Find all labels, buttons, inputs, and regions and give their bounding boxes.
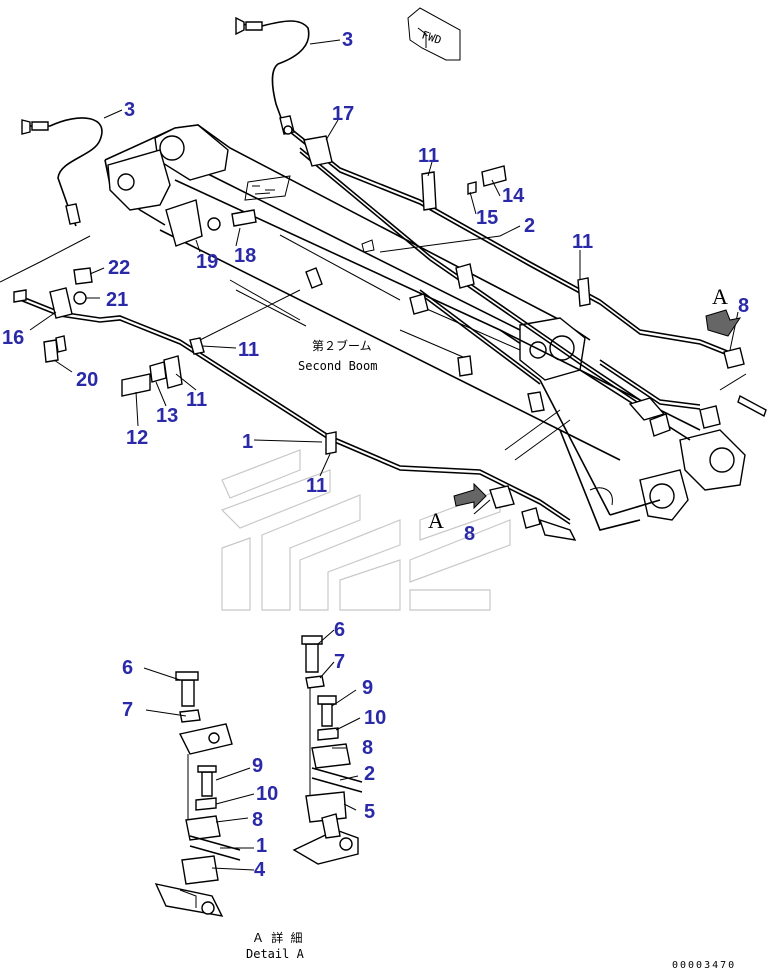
callout-7-right: 7 bbox=[334, 651, 345, 673]
callout-8-upper: 8 bbox=[738, 295, 749, 317]
callout-21: 21 bbox=[106, 289, 128, 311]
callout-3-left: 3 bbox=[124, 99, 135, 121]
callout-numbers: 1 1 2 2 3 3 4 5 6 6 7 7 8 8 8 8 9 9 10 1… bbox=[2, 29, 749, 881]
callout-11-a: 11 bbox=[418, 145, 439, 167]
callout-19: 19 bbox=[196, 251, 218, 273]
detail-label-en: Detail A bbox=[246, 947, 305, 961]
callout-7-left: 7 bbox=[122, 699, 133, 721]
callout-20: 20 bbox=[76, 369, 98, 391]
view-a-label-upper: A bbox=[712, 284, 728, 309]
hose-3-left bbox=[21, 117, 103, 227]
callout-14: 14 bbox=[502, 185, 525, 207]
callout-8-detail-left: 8 bbox=[252, 809, 263, 831]
text-labels: FWD 第２ブーム Second Boom A A Ａ 詳 細 Detail A… bbox=[246, 28, 736, 970]
callout-3-upper: 3 bbox=[342, 29, 353, 51]
callout-17: 17 bbox=[332, 103, 354, 125]
detail-label-jp: Ａ 詳 細 bbox=[252, 930, 302, 945]
detail-a-left bbox=[154, 671, 241, 917]
view-arrows bbox=[453, 309, 742, 510]
figure-number: 00003470 bbox=[672, 960, 736, 970]
fwd-arrow bbox=[407, 7, 461, 61]
callout-1-detail: 1 bbox=[256, 835, 267, 857]
callout-10-left: 10 bbox=[256, 783, 278, 805]
callout-16: 16 bbox=[2, 327, 24, 349]
view-a-label-lower: A bbox=[428, 508, 444, 533]
callout-18: 18 bbox=[234, 245, 256, 267]
callout-5: 5 bbox=[364, 801, 375, 823]
detail-a-right bbox=[292, 635, 363, 865]
second-boom-label-jp: 第２ブーム bbox=[312, 338, 372, 353]
callout-8-detail-right: 8 bbox=[362, 737, 373, 759]
callout-4: 4 bbox=[254, 859, 266, 881]
callout-8-lower: 8 bbox=[464, 523, 475, 545]
leader-lines bbox=[0, 39, 747, 515]
callout-2-detail: 2 bbox=[364, 763, 375, 785]
callout-1-main: 1 bbox=[242, 431, 253, 453]
callout-11-b: 11 bbox=[572, 231, 593, 253]
callout-10-right: 10 bbox=[364, 707, 386, 729]
second-boom-label-en: Second Boom bbox=[298, 359, 377, 373]
fwd-label: FWD bbox=[420, 28, 443, 47]
detail-leader-lines bbox=[143, 629, 361, 871]
callout-12: 12 bbox=[126, 427, 148, 449]
callout-11-c: 11 bbox=[238, 339, 259, 361]
callout-9-left: 9 bbox=[252, 755, 263, 777]
callout-2-main: 2 bbox=[524, 215, 535, 237]
second-boom bbox=[104, 124, 746, 531]
hose-3-upper bbox=[235, 16, 310, 135]
callout-6-right: 6 bbox=[334, 619, 345, 641]
callout-13: 13 bbox=[156, 405, 178, 427]
callout-11-e: 11 bbox=[306, 475, 327, 497]
clamps bbox=[189, 171, 745, 541]
callout-9-right: 9 bbox=[362, 677, 373, 699]
callout-15: 15 bbox=[476, 207, 498, 229]
small-parts bbox=[13, 125, 767, 418]
callout-22: 22 bbox=[108, 257, 130, 279]
callout-11-d: 11 bbox=[186, 389, 207, 411]
callout-6-left: 6 bbox=[122, 657, 133, 679]
tubes bbox=[19, 127, 741, 525]
